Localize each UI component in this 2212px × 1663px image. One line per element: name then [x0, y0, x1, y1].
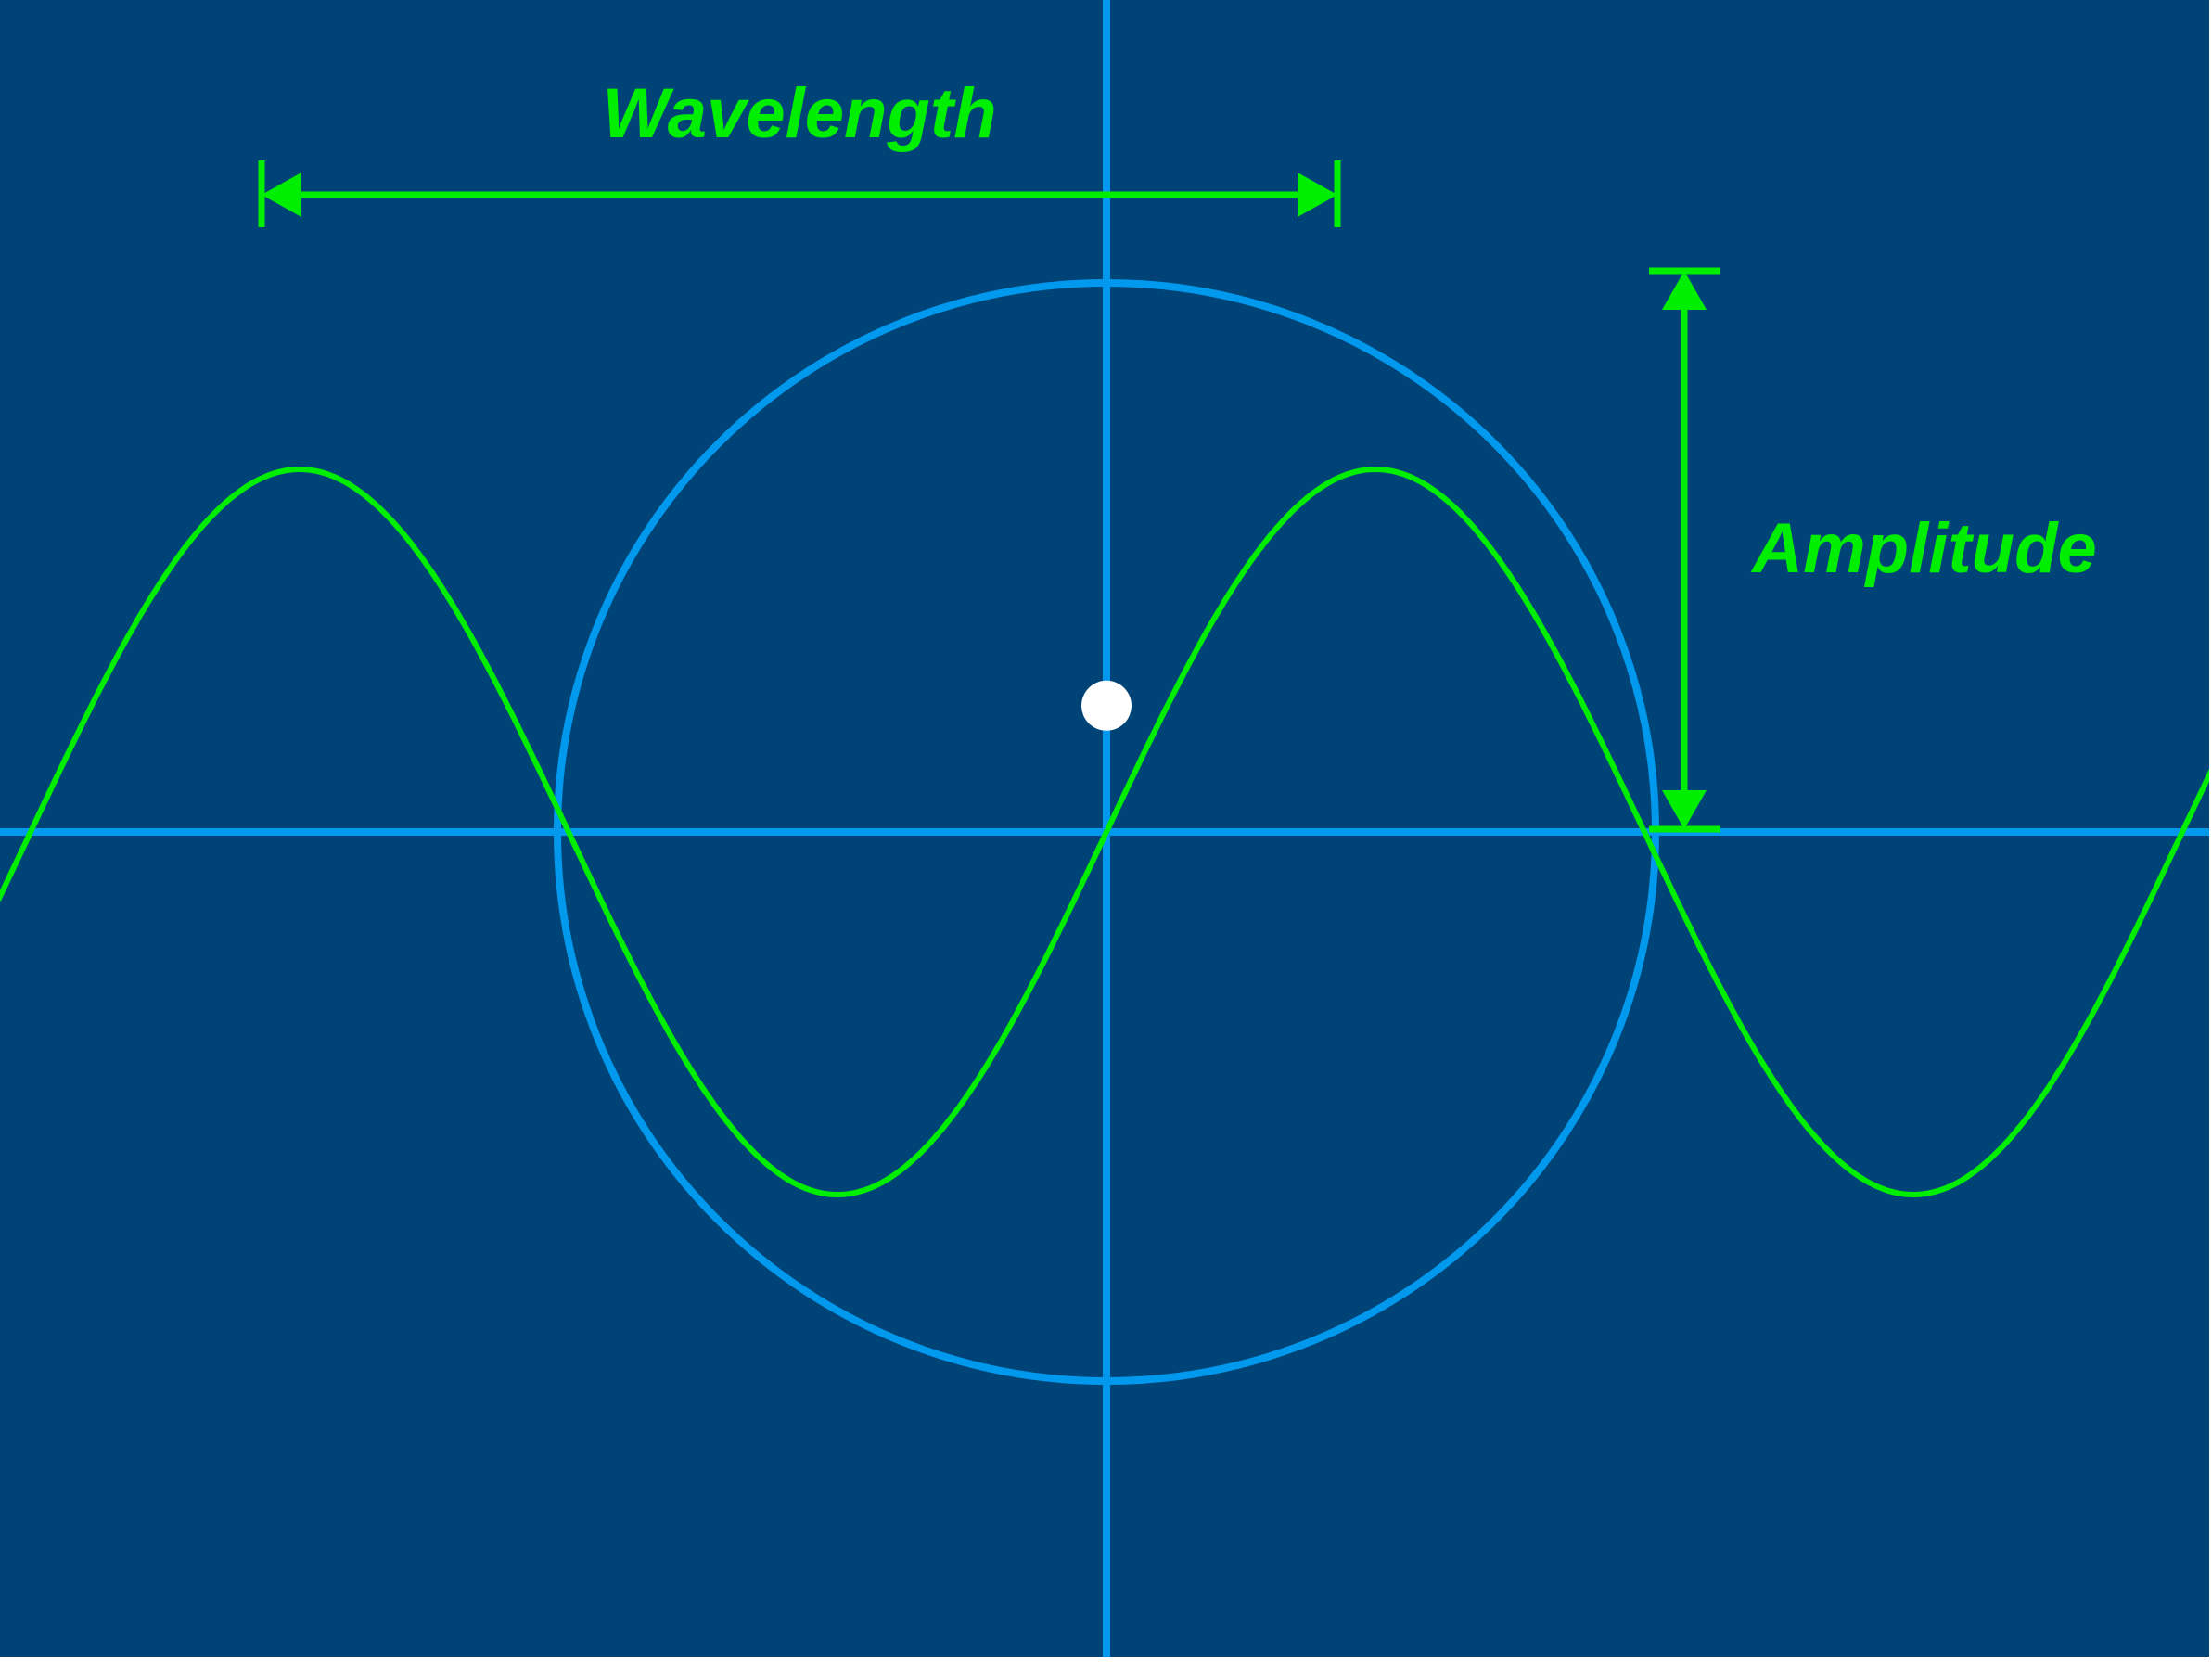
wavelength-left-arrowhead [262, 173, 301, 217]
wavelength-label: Wavelength [602, 74, 996, 153]
amplitude-label: Amplitude [1750, 509, 2097, 588]
amplitude-top-arrowhead [1662, 271, 1707, 310]
amplitude-marker [1649, 267, 1720, 833]
wavelength-marker [258, 160, 1341, 227]
sine-wave [0, 467, 2209, 1197]
moving-point [1081, 680, 1132, 731]
amplitude-bottom-arrowhead [1662, 790, 1707, 829]
wavelength-right-arrowhead [1298, 173, 1337, 217]
